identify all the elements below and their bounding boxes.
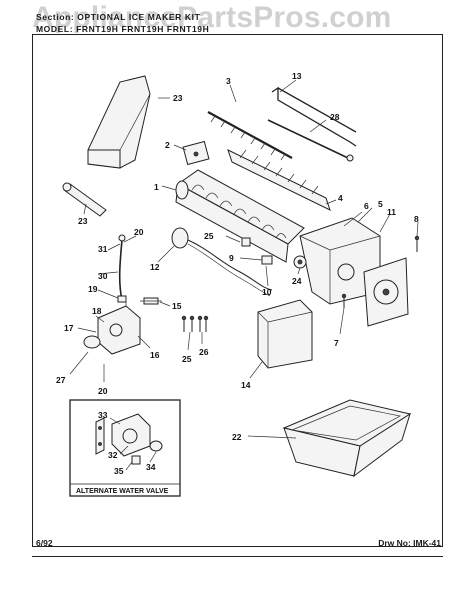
callout-10: 10 [262, 287, 272, 297]
callout-16: 16 [150, 350, 160, 360]
callout-26: 25 [182, 354, 192, 364]
callout-21: 24 [292, 276, 302, 286]
callout-14: 14 [241, 380, 251, 390]
part-9-shape [261, 255, 273, 265]
callout-24: 23 [78, 216, 88, 226]
callout-22: 25 [204, 231, 214, 241]
part-1-shape [175, 169, 305, 263]
part-12-shape [171, 227, 273, 297]
callout-30: 30 [98, 271, 108, 281]
inset-leader-lines [109, 417, 157, 471]
part-24-shape [62, 182, 107, 217]
model-line: MODEL: FRNT19H FRNT19H FRNT19H [36, 24, 210, 34]
inset-title: ALTERNATE WATER VALVE [76, 488, 169, 495]
callout-18: 18 [92, 306, 102, 316]
callout-8: 8 [414, 214, 419, 224]
part-14-shape [257, 299, 313, 369]
drawing-number: Drw No: IMK-41 [378, 538, 441, 548]
part-11-shape [363, 257, 409, 327]
part-21-shape [293, 255, 307, 269]
callout-11: 11 [387, 207, 396, 217]
inset-callout-32: 32 [108, 450, 118, 460]
part-29-shape [267, 119, 354, 162]
inset-valve-shape [95, 413, 163, 465]
leader-lines [69, 79, 419, 439]
inset-callout-35: 35 [114, 466, 124, 476]
callout-28: 27 [56, 375, 66, 385]
watermark: AppliancePartsPros.com [32, 1, 392, 34]
part-25-shape [282, 399, 412, 478]
callout-5: 5 [378, 199, 383, 209]
callout-7: 7 [334, 338, 339, 348]
inset-alternate-water-valve: 33 32 34 35 ALTERNATE WATER VALVE [69, 399, 181, 497]
callout-25: 22 [232, 432, 242, 442]
part-26-27-shape [181, 315, 209, 332]
callout-6: 6 [364, 201, 369, 211]
callout-12: 12 [150, 262, 160, 272]
callout-20-lower: 20 [98, 386, 108, 396]
callout-27: 26 [199, 347, 209, 357]
callout-23: 23 [173, 93, 183, 103]
section-title: Section: OPTIONAL ICE MAKER KIT [36, 12, 201, 22]
part-6-shape [299, 217, 381, 305]
part-15-shape [140, 297, 162, 305]
callout-17: 17 [64, 323, 74, 333]
inset-callout-34: 34 [146, 462, 156, 472]
callout-13: 13 [292, 71, 302, 81]
callout-1: 1 [154, 182, 159, 192]
inset-callout-33: 33 [98, 410, 108, 420]
part-13-shape [271, 86, 357, 147]
footer-date: 6/92 [36, 538, 53, 548]
part-22-shape [241, 237, 251, 247]
part-4-shape [227, 149, 331, 211]
callout-3: 3 [226, 76, 231, 86]
callout-29: 28 [330, 112, 340, 122]
part-30-shape [117, 234, 127, 303]
callout-2: 2 [165, 140, 170, 150]
callout-19: 19 [88, 284, 98, 294]
diagram-frame [32, 34, 443, 547]
callout-20-upper: 20 [134, 227, 144, 237]
part-8-shape [414, 235, 420, 252]
part-2-shape [182, 140, 210, 166]
callout-15: 15 [172, 301, 182, 311]
footer-rule [32, 556, 443, 557]
callout-4: 4 [338, 193, 343, 203]
callout-numbers: 23 3 13 28 2 1 4 5 6 11 8 25 9 10 24 12 … [56, 71, 419, 442]
part-7-shape [341, 293, 347, 308]
part-3-shape [207, 111, 293, 161]
callout-9: 9 [229, 253, 234, 263]
callout-31: 31 [98, 244, 108, 254]
part-23-shape [87, 75, 151, 169]
part-16-shape [83, 300, 141, 355]
